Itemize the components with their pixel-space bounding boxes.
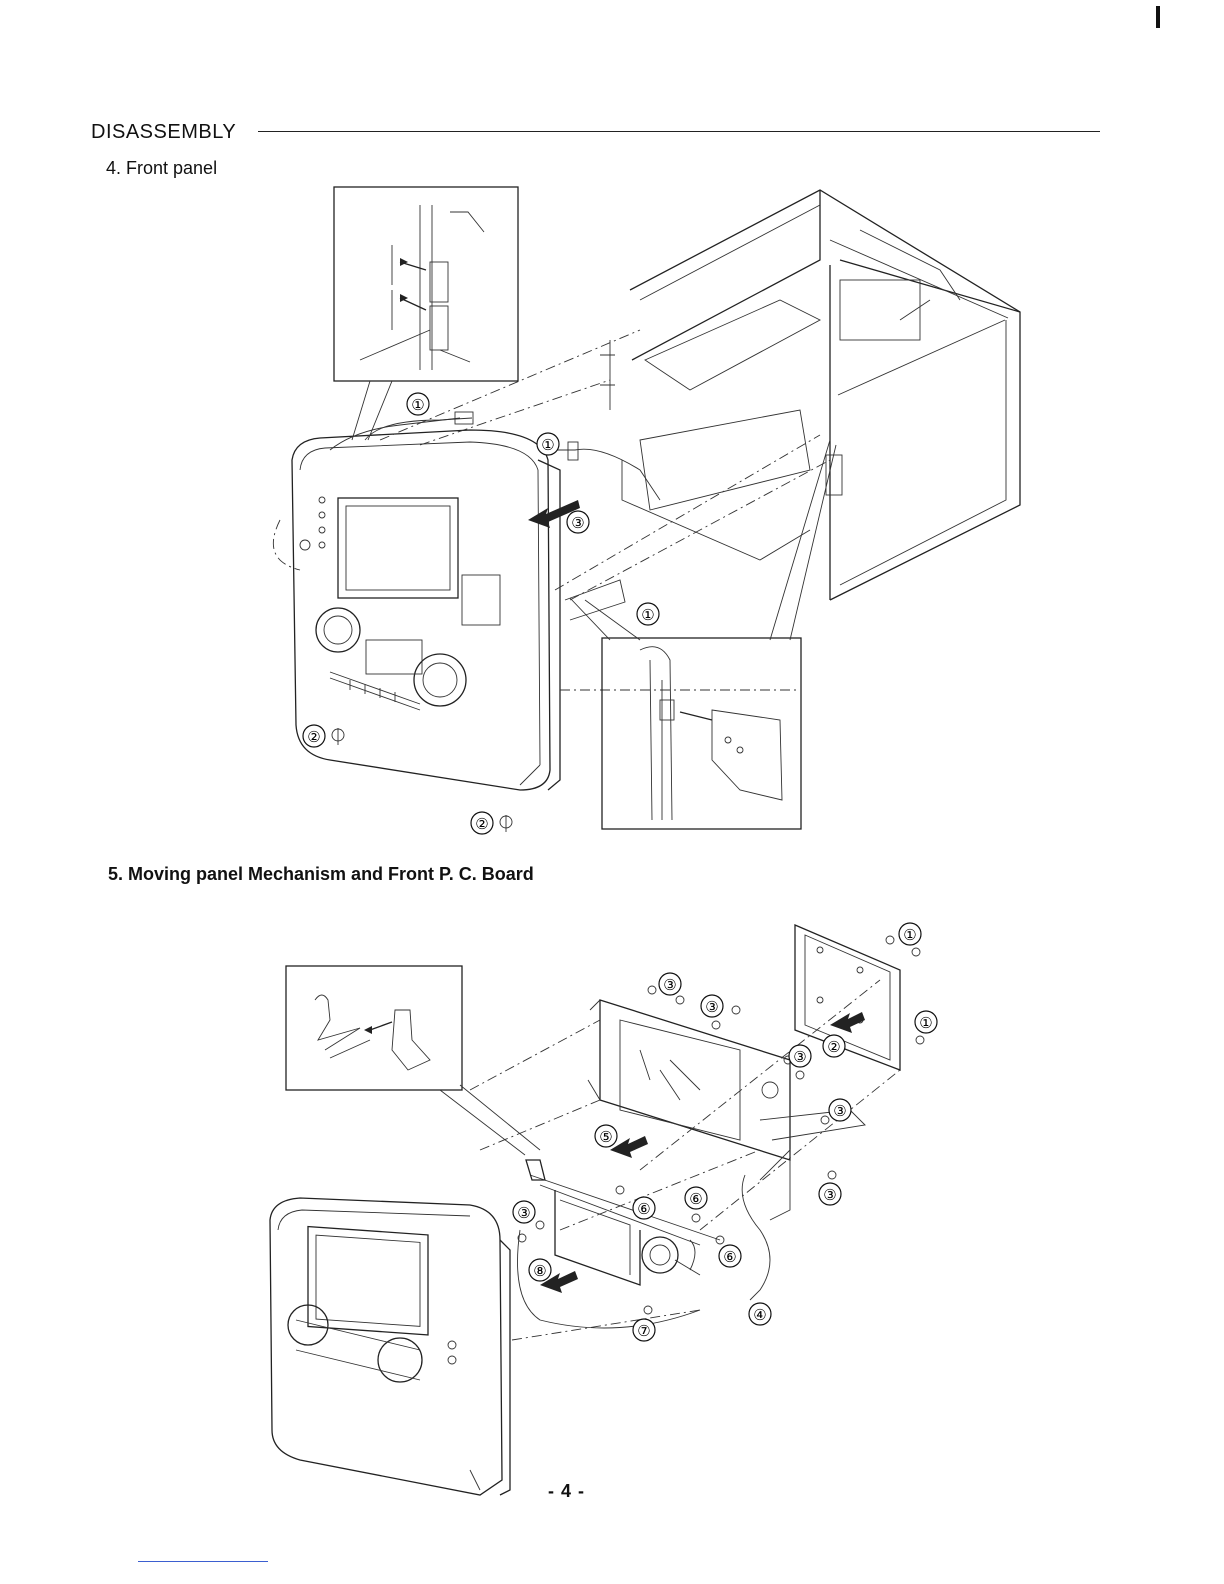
display-window	[338, 498, 458, 598]
callout-2-1b: ①	[919, 1015, 932, 1032]
connector-plate	[760, 1150, 790, 1220]
callout-2-3f: ③	[517, 1205, 530, 1222]
callout-2-8: ⑧	[533, 1263, 546, 1280]
moving-mechanism	[512, 1160, 720, 1340]
callout-2-3b: ③	[705, 999, 718, 1016]
screw-icon	[500, 815, 512, 832]
page-number: - 4 -	[548, 1481, 585, 1502]
screw-icon	[332, 728, 344, 745]
callout-1a: ①	[411, 397, 424, 414]
inset-connector-drawing	[360, 205, 484, 370]
callout-1b: ①	[541, 437, 554, 454]
callout-2-6a: ⑥	[637, 1201, 650, 1218]
callout-2-3c: ③	[793, 1049, 806, 1066]
callout-2-2: ②	[827, 1039, 840, 1056]
inset-bracket-drawing	[640, 647, 782, 820]
callout-2-3e: ③	[823, 1187, 836, 1204]
inset-leader-lines-2	[570, 440, 836, 640]
moving-panel-diagram: ① ① ② ③ ③ ③ ③ ③ ③ ③ ⑤ ⑥ ⑥ ⑥ ⑦ ⑧ ④	[0, 900, 1224, 1500]
front-pc-board-bracket	[795, 925, 900, 1070]
callout-2-1a: ①	[903, 927, 916, 944]
callout-2b: ②	[475, 816, 488, 833]
callout-2-6c: ⑥	[723, 1249, 736, 1266]
chassis-body	[600, 190, 1020, 600]
inset-lever-drawing	[315, 995, 430, 1070]
footer-line	[138, 1561, 268, 1562]
figure1-callouts: ① ① ③ ① ② ②	[303, 393, 659, 834]
callout-2-3d: ③	[833, 1103, 846, 1120]
wire-lead	[742, 1175, 770, 1300]
inset-connector-detail	[334, 187, 518, 381]
ribbon-cable-1	[365, 418, 472, 440]
front-panel-diagram: ① ① ③ ① ② ②	[0, 0, 1224, 860]
callout-1c: ①	[641, 607, 654, 624]
callout-2-4: ④	[753, 1307, 766, 1324]
inset-bracket-detail	[602, 638, 801, 829]
callout-2-5: ⑤	[599, 1129, 612, 1146]
front-panel-rear-view	[270, 1198, 510, 1495]
flat-cable	[565, 580, 625, 620]
section-5-title: 5. Moving panel Mechanism and Front P. C…	[108, 864, 534, 885]
inset-leader-lines	[352, 381, 392, 440]
callout-2-6b: ⑥	[689, 1191, 702, 1208]
display-pc-board	[588, 1000, 790, 1160]
left-knob	[316, 608, 360, 652]
callout-2a: ②	[307, 729, 320, 746]
callout-3: ③	[571, 515, 584, 532]
callout-2-7: ⑦	[637, 1323, 650, 1340]
inset-leader-lines-3	[440, 1085, 540, 1155]
callout-2-3a: ③	[663, 977, 676, 994]
